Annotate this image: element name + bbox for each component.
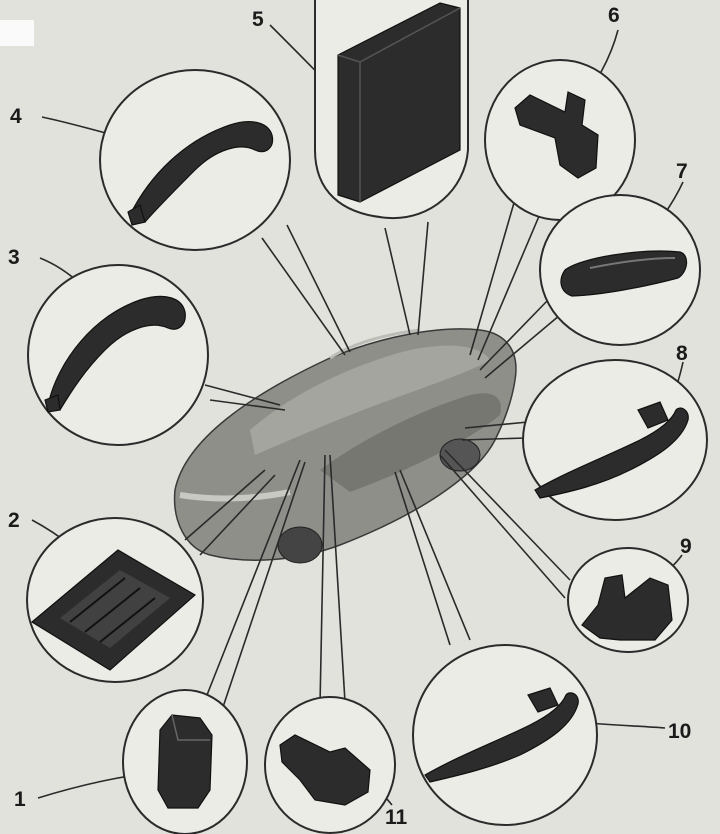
callout-number-11: 11 (385, 806, 408, 829)
callout-numbers: 5 6 4 7 3 8 2 9 10 1 11 (8, 4, 692, 829)
sensor-block-icon (157, 714, 213, 809)
callout-number-9: 9 (680, 535, 692, 558)
callout-number-10: 10 (668, 720, 691, 743)
car-body (173, 328, 517, 564)
control-panel-icon (30, 549, 197, 671)
callout-number-3: 3 (8, 246, 20, 269)
front-door-handle-icon (127, 121, 274, 226)
callout-number-1: 1 (14, 788, 26, 811)
control-unit-box-icon (337, 2, 461, 203)
lock-actuator-icon (514, 91, 599, 179)
outside-door-handle-icon-10 (424, 687, 579, 783)
callout-number-5: 5 (252, 8, 264, 31)
callout-number-8: 8 (676, 342, 688, 365)
switch-module-icon (279, 734, 371, 806)
callout-number-4: 4 (10, 105, 22, 128)
callout-number-2: 2 (8, 509, 20, 532)
callout-number-7: 7 (676, 160, 688, 183)
callout-circle-10 (412, 644, 598, 826)
lock-actuator-icon-9 (581, 574, 673, 641)
blank-patch (0, 20, 34, 46)
rear-door-handle-icon (44, 295, 186, 413)
outside-door-handle-icon (534, 401, 689, 499)
callout-circle-3 (27, 264, 209, 446)
handle-strip-icon (560, 250, 688, 297)
callout-number-6: 6 (608, 4, 620, 27)
